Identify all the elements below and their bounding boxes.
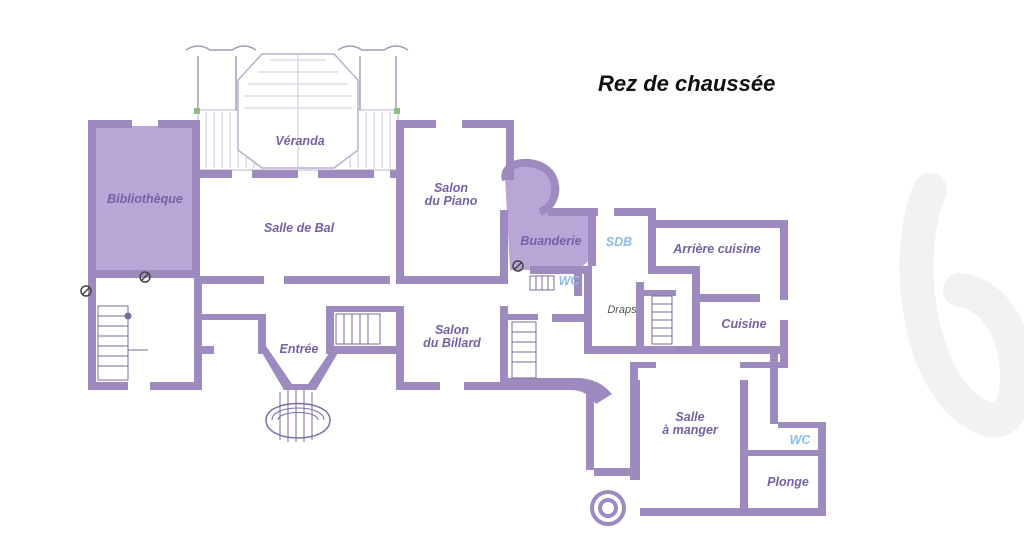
label-buanderie: Buanderie [520,234,581,248]
stair-buanderie [529,275,555,291]
entrance-steps [265,390,331,442]
buanderie-room [505,164,592,270]
no-entry-icon [80,285,92,297]
label-salle-manger-line1: Salle [675,410,704,424]
label-veranda: Véranda [275,134,324,148]
label-draps: Draps [607,304,637,316]
stair-entree [335,313,381,345]
label-salon-piano-line1: Salon [434,181,468,195]
buanderie-tower-inner [516,176,544,204]
label-arriere-cuisine: Arrière cuisine [672,242,761,256]
label-salon-billard-line2: du Billard [423,336,481,350]
label-sdb: SDB [606,235,632,249]
watermark-logo [899,173,1024,438]
bibliotheque-room [94,126,194,274]
stair-left [97,305,148,381]
label-bibliotheque: Bibliothèque [107,192,183,206]
veranda [185,45,409,171]
walls [88,120,826,516]
no-entry-icon [512,260,524,272]
label-wc-plonge: WC [790,433,812,447]
stair-draps [651,295,673,345]
no-entry-icon [139,271,151,283]
plan-title: Rez de chaussée [598,71,775,96]
label-entree: Entrée [280,342,319,356]
dining-round-steps [590,490,626,526]
label-cuisine: Cuisine [721,317,766,331]
label-salon-billard-line1: Salon [435,323,469,337]
label-salon-piano-line2: du Piano [425,194,478,208]
label-wc-buanderie: WC [559,274,581,288]
buanderie-tower [501,159,560,216]
label-salle-manger-line2: à manger [662,423,719,437]
label-plonge: Plonge [767,475,809,489]
label-salle-de-bal: Salle de Bal [264,221,335,235]
stair-billard [511,321,537,379]
